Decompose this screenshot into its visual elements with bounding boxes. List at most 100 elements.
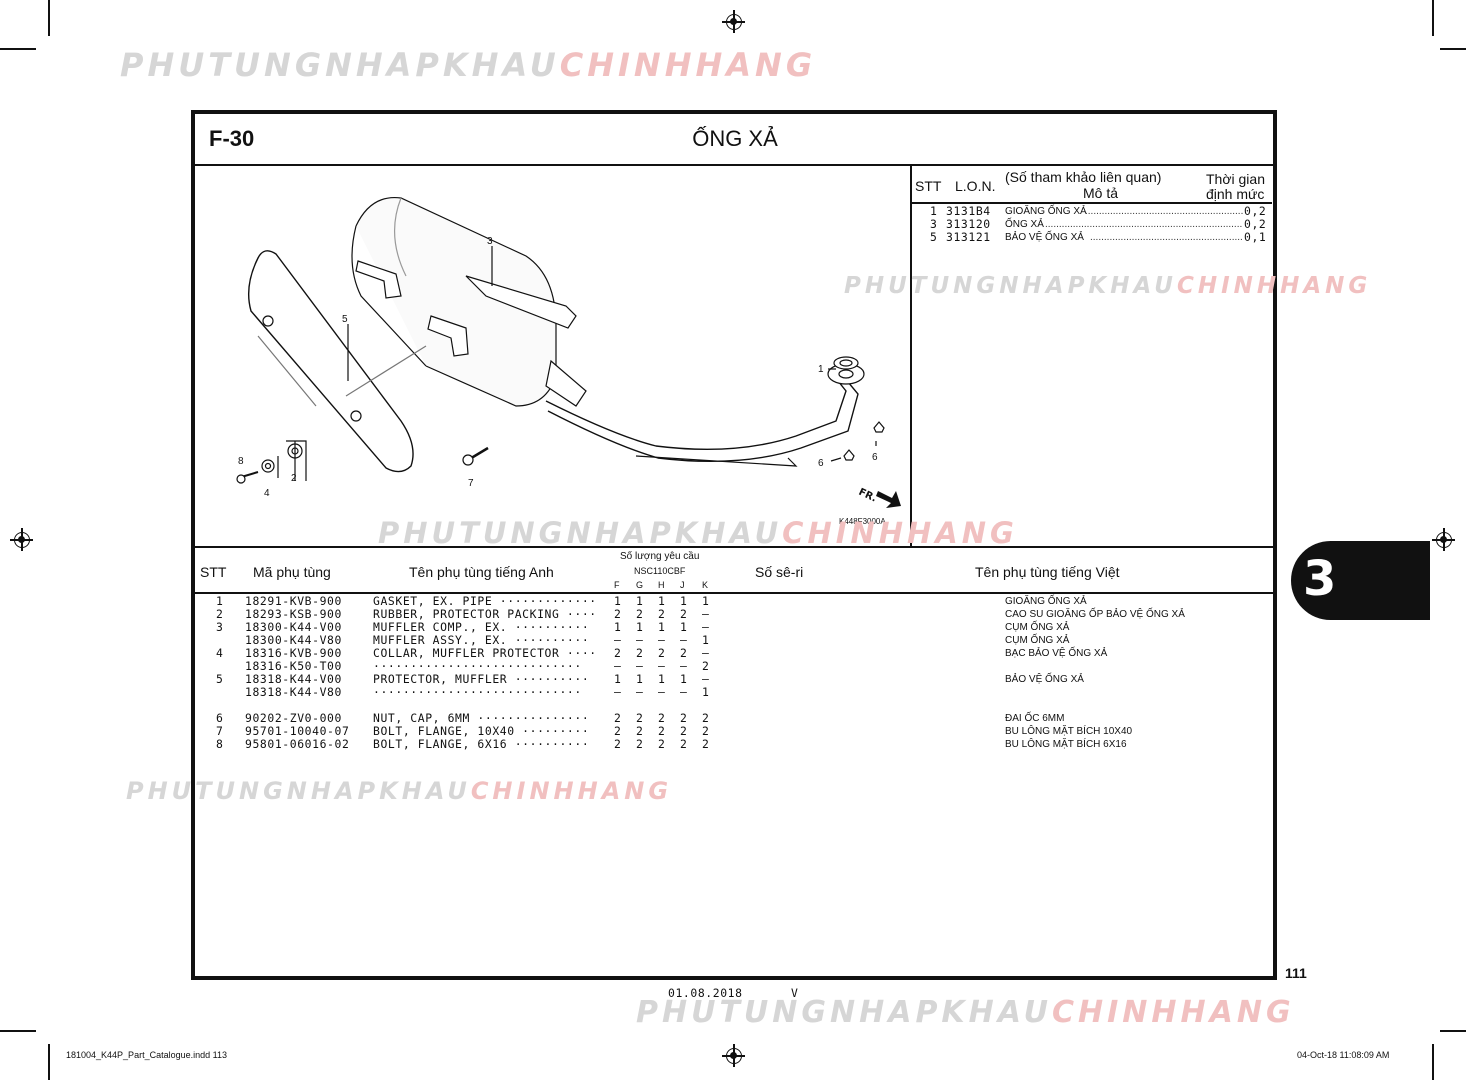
crop-mark <box>1432 0 1434 36</box>
cell-qty: 1 <box>702 685 710 699</box>
cell-qty: 2 <box>658 724 666 738</box>
cell-qty: – <box>680 659 688 673</box>
watermark: PHUTUNGNHAPKHAUCHINHHANG <box>636 995 1295 1030</box>
slug-timestamp: 04-Oct-18 11:08:09 AM <box>1297 1050 1390 1060</box>
footer-date: 01.08.2018 <box>668 986 743 1000</box>
chapter-tab: 3 <box>1291 541 1430 620</box>
cell-part-no: 18291-KVB-900 <box>245 594 342 608</box>
divider <box>912 202 1272 204</box>
cell-stt: 3 <box>216 620 224 634</box>
registration-mark <box>1432 528 1455 551</box>
cell-qty: 1 <box>636 672 644 686</box>
cell-name-en: PROTECTOR, MUFFLER ·········· <box>373 672 590 686</box>
col-qty-title: Số lượng yêu cầu <box>620 551 700 562</box>
labor-col-stt: STT <box>915 178 942 194</box>
cell-qty: 2 <box>658 711 666 725</box>
labor-col-lon: L.O.N. <box>955 178 996 194</box>
cell-qty: – <box>636 659 644 673</box>
cell-qty: – <box>658 659 666 673</box>
cell-qty: – <box>658 633 666 647</box>
cell-qty: 1 <box>658 620 666 634</box>
cell-name-vn: CAO SU GIOĂNG ỐP BẢO VỆ ỐNG XẢ <box>1005 609 1185 620</box>
cell-qty: 1 <box>658 672 666 686</box>
cell-name-vn: GIOĂNG ỐNG XẢ <box>1005 596 1087 607</box>
cell-qty: 2 <box>680 724 688 738</box>
page-number: 111 <box>1285 965 1307 981</box>
callout-1: 1 <box>818 364 824 375</box>
cell-qty: 1 <box>636 620 644 634</box>
col-name-vn: Tên phụ tùng tiếng Việt <box>975 564 1120 580</box>
cell-qty: 2 <box>636 646 644 660</box>
col-part-no: Mã phụ tùng <box>253 564 331 580</box>
col-serial: Số sê-ri <box>755 564 804 580</box>
cell-part-no: 90202-ZV0-000 <box>245 711 342 725</box>
cell-qty: 2 <box>680 646 688 660</box>
cell-stt: 8 <box>216 737 224 751</box>
cell-stt: 6 <box>216 711 224 725</box>
cell-qty: 2 <box>702 724 710 738</box>
cell-name-en: MUFFLER ASSY., EX. ·········· <box>373 633 590 647</box>
cell-part-no: 95801-06016-02 <box>245 737 350 751</box>
cell-stt: 2 <box>216 607 224 621</box>
cell-qty: 1 <box>702 633 710 647</box>
cell-name-en: BOLT, FLANGE, 10X40 ········· <box>373 724 590 738</box>
cell-name-vn: CỤM ỐNG XẢ <box>1005 635 1070 646</box>
labor-col-time: Thời gian <box>1206 171 1265 187</box>
callout-8: 8 <box>238 456 244 467</box>
cell-qty: – <box>636 633 644 647</box>
cell-qty: 2 <box>680 737 688 751</box>
cell-qty: – <box>702 607 710 621</box>
cell-qty: – <box>702 646 710 660</box>
cell-qty: 2 <box>658 607 666 621</box>
cell-qty: 2 <box>614 607 622 621</box>
cell-qty: – <box>636 685 644 699</box>
cell-qty: 2 <box>680 607 688 621</box>
labor-col-desc2: Mô tả <box>1083 185 1119 201</box>
cell-name-en: RUBBER, PROTECTOR PACKING ···· <box>373 607 597 621</box>
cell-qty: – <box>614 633 622 647</box>
labor-col-time2: định mức <box>1206 186 1265 202</box>
cell-qty: 2 <box>614 737 622 751</box>
cell-name-vn: BẠC BẢO VỆ ỐNG XẢ <box>1005 648 1108 659</box>
cell-name-vn: CỤM ỐNG XẢ <box>1005 622 1070 633</box>
cell-name-en: ···························· <box>373 659 582 673</box>
cell-qty: 2 <box>636 724 644 738</box>
cell-qty: – <box>614 659 622 673</box>
cell-qty: 2 <box>702 711 710 725</box>
registration-mark <box>722 1044 745 1067</box>
crop-mark <box>1432 1044 1434 1080</box>
crop-mark <box>0 1030 36 1032</box>
divider <box>195 546 1273 548</box>
cell-qty: 2 <box>658 737 666 751</box>
cell-part-no: 18300-K44-V00 <box>245 620 342 634</box>
cell-qty: – <box>702 620 710 634</box>
diagram-ref-code: K448F3000A <box>839 517 886 526</box>
watermark: PHUTUNGNHAPKHAUCHINHHANG <box>378 516 1018 550</box>
cell-stt: 5 <box>216 672 224 686</box>
cell-qty: – <box>680 685 688 699</box>
cell-stt: 4 <box>216 646 224 660</box>
cell-qty: 1 <box>658 594 666 608</box>
cell-qty: 2 <box>702 659 710 673</box>
labor-col-desc: (Số tham khảo liên quan) <box>1005 169 1162 185</box>
cell-qty: 1 <box>614 672 622 686</box>
divider <box>195 592 1273 594</box>
cell-qty: 2 <box>636 711 644 725</box>
cell-part-no: 18316-KVB-900 <box>245 646 342 660</box>
crop-mark <box>1440 48 1466 50</box>
cell-name-vn: BẢO VỆ ỐNG XẢ <box>1005 674 1084 685</box>
cell-part-no: 95701-10040-07 <box>245 724 350 738</box>
callout-4: 4 <box>264 488 270 499</box>
cell-name-en: COLLAR, MUFFLER PROTECTOR ···· <box>373 646 597 660</box>
cell-qty: 2 <box>614 711 622 725</box>
callout-5: 5 <box>342 314 348 325</box>
cell-qty: 1 <box>680 672 688 686</box>
registration-mark <box>10 528 33 551</box>
cell-qty: 2 <box>636 607 644 621</box>
callout-3: 3 <box>487 236 493 247</box>
footer-version: V <box>791 986 799 1000</box>
slug-filename: 181004_K44P_Part_Catalogue.indd 113 <box>66 1050 227 1060</box>
cell-name-vn: BU LÔNG MẶT BÍCH 6X16 <box>1005 739 1127 750</box>
cell-part-no: 18318-K44-V80 <box>245 685 342 699</box>
crop-mark <box>48 1044 50 1080</box>
